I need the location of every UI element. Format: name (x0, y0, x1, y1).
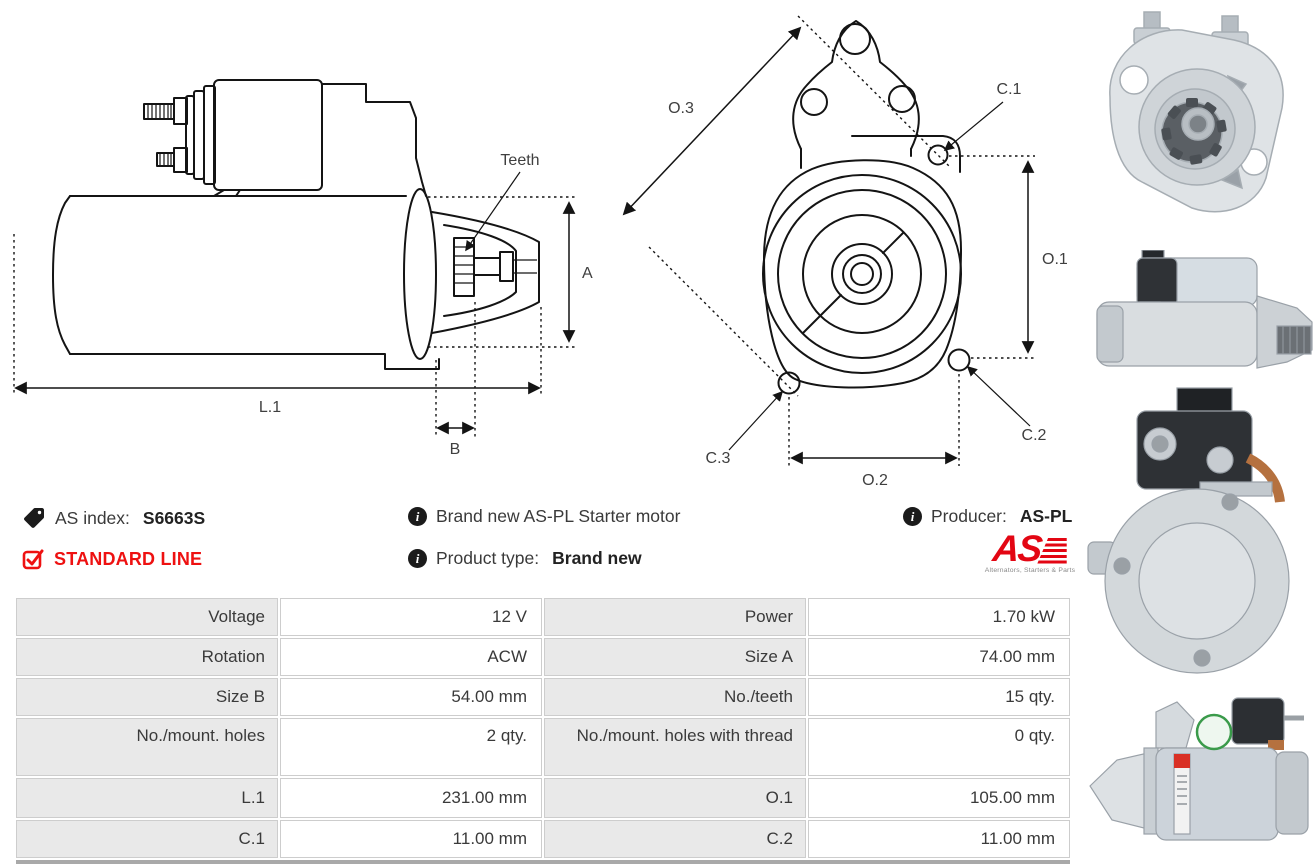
spec-label: O.1 (544, 778, 806, 818)
tag-icon (24, 508, 44, 528)
info-icon: i (408, 507, 427, 526)
spec-label: No./mount. holes with thread (544, 718, 806, 776)
description-row: i Brand new AS-PL Starter motor (408, 506, 680, 527)
as-pl-logo: AS Alternators, Starters & Parts (984, 528, 1076, 574)
product-type-value: Brand new (552, 548, 642, 568)
spec-table: Voltage 12 V Power 1.70 kW Rotation ACW … (16, 598, 1070, 864)
dim-label-l1: L.1 (259, 399, 281, 416)
spec-label: L.1 (16, 778, 278, 818)
dim-label-b: B (450, 441, 461, 458)
hole-c3 (777, 371, 801, 395)
spec-value: 11.00 mm (280, 820, 542, 858)
hole-c1 (927, 144, 949, 166)
product-photo-side-view (1096, 250, 1313, 369)
spec-value: 11.00 mm (808, 820, 1070, 858)
spec-label: Size B (16, 678, 278, 716)
product-photo-front-view (1109, 11, 1284, 213)
spec-value: 2 qty. (280, 718, 542, 776)
product-photo-side-view-2 (1089, 697, 1309, 841)
dimension-annotations: A L.1 B Teeth (13, 152, 593, 458)
spec-label: C.1 (16, 820, 278, 858)
as-pl-logo-text: AS (991, 528, 1043, 569)
spec-value: 15 qty. (808, 678, 1070, 716)
standard-line-row: STANDARD LINE (22, 548, 202, 571)
info-icon: i (408, 549, 427, 568)
hole-c2 (947, 348, 971, 372)
producer-label: Producer: (931, 506, 1007, 526)
checkbox-checked-icon (22, 549, 44, 570)
product-type-row: i Product type: Brand new (408, 548, 642, 569)
solenoid-outline (143, 79, 427, 197)
drive-end-outline (431, 211, 540, 334)
spec-value: 74.00 mm (808, 638, 1070, 676)
spec-value: 54.00 mm (280, 678, 542, 716)
spec-value: 0 qty. (808, 718, 1070, 776)
spec-label: No./teeth (544, 678, 806, 716)
dim-label-c3: C.3 (706, 450, 731, 467)
spec-value: ACW (280, 638, 542, 676)
spec-label: Voltage (16, 598, 278, 636)
flange-body-outline (762, 159, 971, 395)
standard-line-badge: STANDARD LINE (54, 549, 203, 569)
dim-label-o1: O.1 (1042, 251, 1068, 268)
spec-label: No./mount. holes (16, 718, 278, 776)
spec-value: 231.00 mm (280, 778, 542, 818)
starter-side-drawing: A L.1 B Teeth (13, 79, 593, 458)
as-index-row: AS index: S6663S (22, 506, 205, 530)
as-pl-logo-stripes (1036, 538, 1067, 565)
info-icon: i (903, 507, 922, 526)
product-type-label: Product type: (436, 548, 540, 568)
dim-label-c1: C.1 (997, 81, 1022, 98)
dim-label-teeth: Teeth (500, 152, 539, 169)
as-index-value: S6663S (142, 507, 206, 528)
spec-value: 12 V (280, 598, 542, 636)
spec-label: Power (544, 598, 806, 636)
as-index-label: AS index: (55, 507, 130, 528)
as-pl-logo-caption: Alternators, Starters & Parts (984, 567, 1076, 574)
product-photo-rear-view (1087, 387, 1290, 674)
description-text: Brand new AS-PL Starter motor (436, 506, 681, 526)
dim-label-a: A (582, 265, 593, 282)
producer-row: i Producer: AS-PL (903, 506, 1072, 527)
spec-label: Rotation (16, 638, 278, 676)
producer-value: AS-PL (1019, 506, 1073, 526)
dim-label-c2: C.2 (1022, 427, 1047, 444)
spec-label: Size A (544, 638, 806, 676)
starter-front-drawing: O.3 C.1 O.1 C.2 C.3 O.2 (622, 15, 1068, 489)
dimension-annotations-front: O.3 C.1 O.1 C.2 C.3 O.2 (622, 15, 1068, 489)
motor-body-outline (52, 188, 440, 370)
dim-label-o3: O.3 (668, 100, 694, 117)
dim-label-o2: O.2 (862, 472, 888, 489)
spec-value: 1.70 kW (808, 598, 1070, 636)
spec-value: 105.00 mm (808, 778, 1070, 818)
mounting-plate-outline (792, 20, 961, 173)
spec-label: C.2 (544, 820, 806, 858)
